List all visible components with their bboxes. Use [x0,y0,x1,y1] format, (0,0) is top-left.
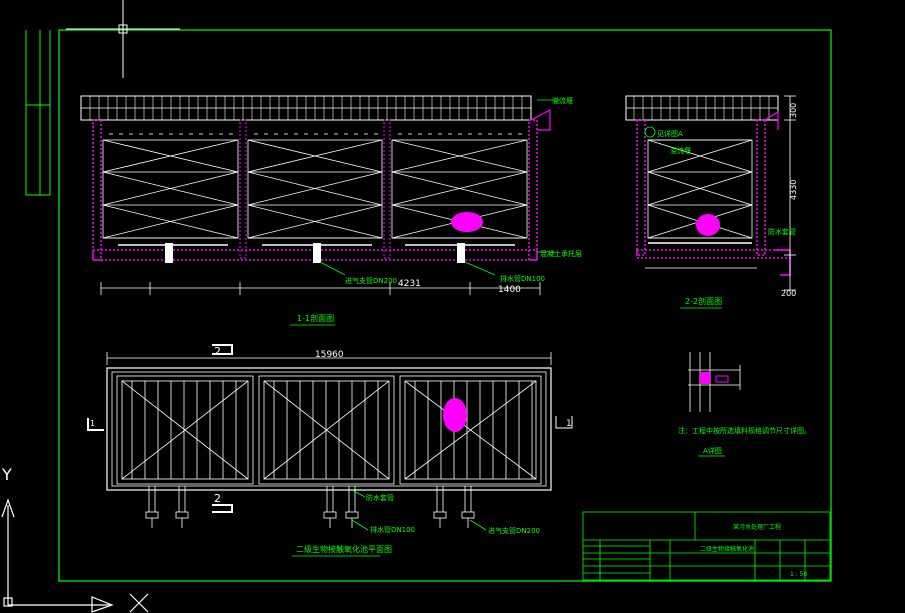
label-weir-1-1: 溢流堰 [552,96,573,105]
wall-mid-1 [239,119,247,259]
dim-top-2-2: 300 [789,103,798,118]
title-project: 某污水处理厂工程 [733,523,781,531]
section-mark-bottom: 2 [214,492,221,505]
section-mark-left: 1 [90,419,95,428]
dim-height-2-2: 4330 [789,180,798,200]
detail-a-caption: A详图 [703,446,722,455]
dim-sub-1-1: 1400 [498,285,521,295]
label-drain-plan: 排水管DN100 [370,525,415,534]
ucs-y-label: Y [1,465,12,484]
label-air-pipe-1-1: 进气支管DN200 [345,276,397,285]
section-2-2[interactable]: 300 4330 200 见详图A 溢流堰 防水套管 2-2剖面图 [625,95,798,309]
drawing-border [58,29,832,582]
detail-a[interactable]: 注：工程中按所选填料规格调节尺寸详图。 A详图 [678,352,811,457]
caption-2-2: 2-2剖面图 [685,296,722,306]
left-margin-lines [25,30,51,196]
title-drawing-name: 二级生物接触氧化池 [700,545,754,553]
caption-plan: 二级生物接触氧化池平面图 [296,544,392,554]
dim-main-1-1: 4231 [398,279,421,289]
label-air-plan: 进气支管DN200 [488,526,540,535]
section-marker-blob [451,212,483,232]
label-drain-2-2: 防水套管 [768,227,796,236]
wall-left [92,119,102,261]
detail-a-note: 注：工程中按所选填料规格调节尺寸详图。 [678,426,811,435]
wall-right [528,119,538,261]
crosshair-cursor [66,0,180,78]
dim-bottom-2-2: 200 [781,289,796,298]
label-drain-1-1: 排水管DN100 [500,274,545,283]
dim-total-plan: 15960 [315,350,344,360]
label-detail-ref-2-2: 见详图A [657,129,683,138]
title-block[interactable] [582,511,831,581]
section-mark-right: 1 [566,419,572,429]
label-bottom-right-1-1: 混凝土承托层 [540,249,582,258]
caption-1-1: 1-1剖面图 [297,313,334,323]
section-1-1[interactable]: 4231 1400 溢流堰 混凝土承托层 进气支管DN200 排水管DN100 … [80,95,582,326]
wall-mid-2 [383,119,391,259]
label-weir-2-2: 溢流堰 [670,146,691,155]
label-sleeve-plan: 防水套管 [366,493,394,502]
ucs-icon [1,498,149,613]
section-mark-top: 2 [214,345,221,358]
title-scale: 1 : 50 [790,571,807,578]
plan-view[interactable]: 15960 2 2 1 1 防水套管 排水管DN100 进气支管DN200 二级… [87,344,573,557]
